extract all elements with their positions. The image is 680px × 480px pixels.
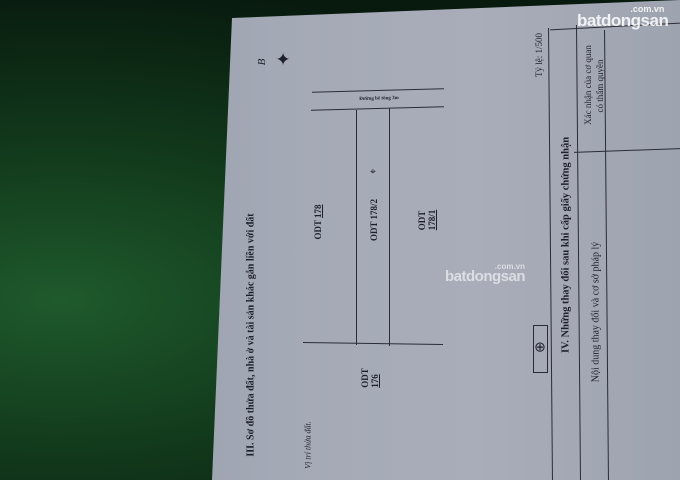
location-target-icon: ⊕ [534, 340, 546, 356]
parcel-number: 176 [370, 374, 380, 388]
location-label: Vị trí thửa đất. [303, 421, 313, 469]
parcel-type: ODT [417, 210, 427, 231]
parcel-type: ODT [369, 221, 379, 242]
watermark-domain: .com.vn [630, 4, 665, 14]
parcel-number: 178 [313, 204, 323, 218]
watermark-center: .com.vn batdongsan [445, 262, 526, 285]
table-col2-header-line1: Xác nhận của cơ quan [583, 45, 593, 125]
table-col1-header: Nội dung thay đổi và cơ sở pháp lý [590, 241, 602, 383]
parcel-boundary [389, 108, 390, 346]
watermark-brand: batdongsan [445, 268, 526, 285]
parcel-center-icon: ⌖ [370, 166, 376, 178]
watermark-brand: batdongsan [577, 11, 669, 30]
watermark-domain: .com.vn [494, 262, 525, 271]
parcel-boundary [356, 110, 357, 345]
road-label: Đường bê tông 3m [359, 95, 399, 103]
parcel-type: ODT [313, 220, 323, 240]
north-label: B [256, 58, 268, 66]
scale-label: Tỷ lệ: 1/500 [534, 33, 544, 77]
parcel-number: 178/2 [369, 198, 379, 220]
parcel-number: 178/1 [427, 209, 437, 231]
parcel-type: ODT [360, 368, 370, 388]
watermark-top-right: .com.vn batdongsan [577, 4, 669, 31]
parcel-178-2: ODT 178/2 [369, 199, 379, 241]
north-arrow-icon: ✦ [275, 49, 291, 70]
location-map-box [533, 325, 548, 373]
section3-title: III. Sơ đồ thửa đất, nhà ở và tài sản kh… [245, 213, 257, 457]
table-col2-header-line2: có thẩm quyền [595, 59, 605, 113]
section4-title: IV. Những thay đổi sau khi cấp giấy chứn… [560, 136, 572, 354]
parcel-178: ODT 178 [313, 204, 323, 239]
